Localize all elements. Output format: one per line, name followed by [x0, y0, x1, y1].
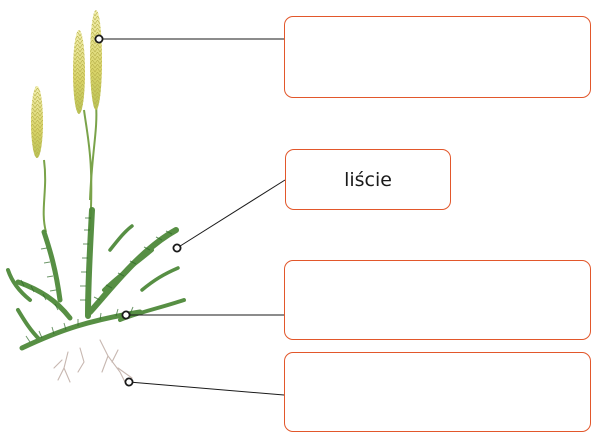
dot-leaves [172, 243, 182, 253]
dot-roots [124, 377, 134, 387]
strobili [31, 10, 102, 158]
dot-stem [121, 310, 131, 320]
label-box-leaves[interactable]: liście [285, 149, 451, 210]
leafy-shoots [6, 207, 186, 351]
label-box-stem[interactable] [284, 260, 591, 340]
label-leaves: liście [344, 168, 392, 191]
leaf-texture [20, 217, 173, 343]
label-box-strobili[interactable] [284, 16, 591, 98]
roots [53, 339, 133, 385]
stalks [42, 103, 98, 233]
pointer-dots [94, 34, 182, 387]
label-box-roots[interactable] [284, 352, 591, 432]
leader-leaves [176, 179, 286, 249]
dot-strobili [94, 34, 104, 44]
leader-lines [99, 38, 286, 396]
leader-roots [128, 381, 285, 396]
